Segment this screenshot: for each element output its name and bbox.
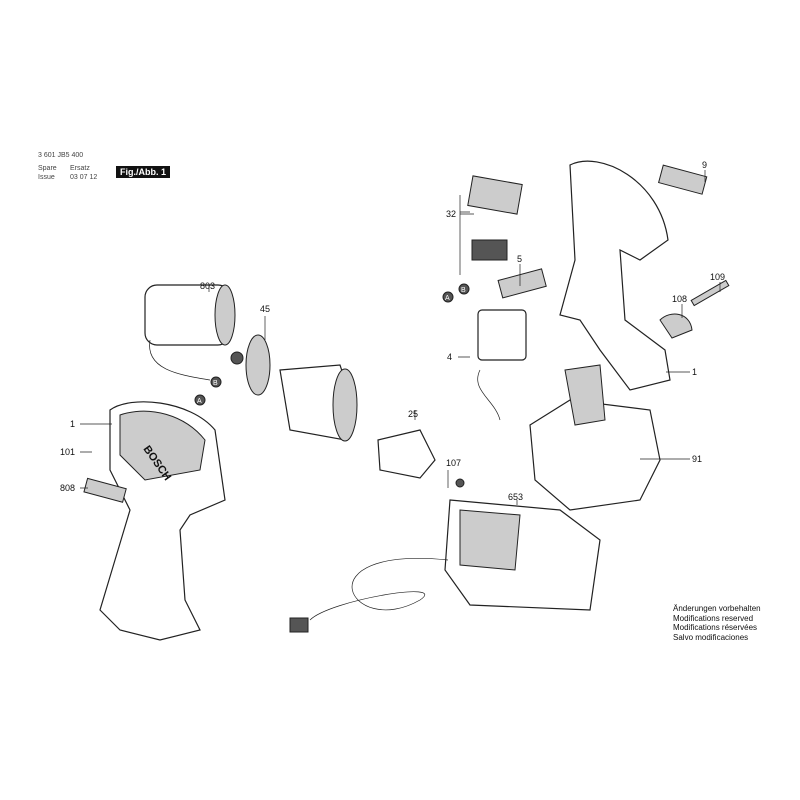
connector-a-right: A [445, 295, 450, 302]
part-label-25: 25 [408, 409, 418, 419]
strip-part [83, 477, 127, 503]
switch-part [459, 175, 547, 421]
part-label-45: 45 [260, 304, 270, 314]
part-label-108: 108 [672, 294, 687, 304]
issue-label: Issue [38, 174, 55, 181]
part-label-5: 5 [517, 254, 522, 264]
modification-notes: Änderungen vorbehalten Modifications res… [673, 604, 761, 642]
part-label-653: 653 [508, 492, 523, 502]
connector-b-right: B [461, 287, 466, 294]
part-label-808: 808 [60, 483, 75, 493]
part-label-107: 107 [446, 458, 461, 468]
part-label-9: 9 [702, 160, 707, 170]
part-label-1-right: 1 [692, 367, 697, 377]
housing-right-part [559, 160, 708, 391]
part-label-101: 101 [60, 447, 75, 457]
spare-label: Spare [38, 165, 57, 172]
housing-left-part: BOSCH [99, 401, 226, 641]
clip-part [659, 313, 693, 339]
part-label-4: 4 [447, 352, 452, 362]
charger-part [289, 499, 601, 633]
part-label-91: 91 [692, 454, 702, 464]
figure-label: Fig./Abb. 1 [116, 166, 170, 178]
gearbox-part [245, 334, 358, 442]
part-label-109: 109 [710, 272, 725, 282]
battery-part [529, 364, 661, 511]
part-label-1: 1 [70, 419, 75, 429]
document-id: 3 601 JB5 400 [38, 152, 84, 159]
connector-markers: B A A B [194, 283, 470, 406]
spare-value: Ersatz [70, 165, 90, 172]
issue-date: 03 07 12 [70, 174, 98, 181]
connector-b-left: B [213, 380, 218, 387]
note-es: Salvo modificaciones [673, 632, 749, 642]
note-de: Änderungen vorbehalten [673, 604, 761, 613]
pin-part [690, 279, 730, 307]
chuck-part [377, 429, 465, 488]
motor-part [144, 284, 244, 381]
part-label-803: 803 [200, 281, 215, 291]
part-label-32: 32 [446, 209, 456, 219]
connector-a-left: A [197, 398, 202, 405]
note-fr: Modifications réservées [673, 623, 758, 632]
note-en: Modifications reserved [673, 613, 754, 623]
